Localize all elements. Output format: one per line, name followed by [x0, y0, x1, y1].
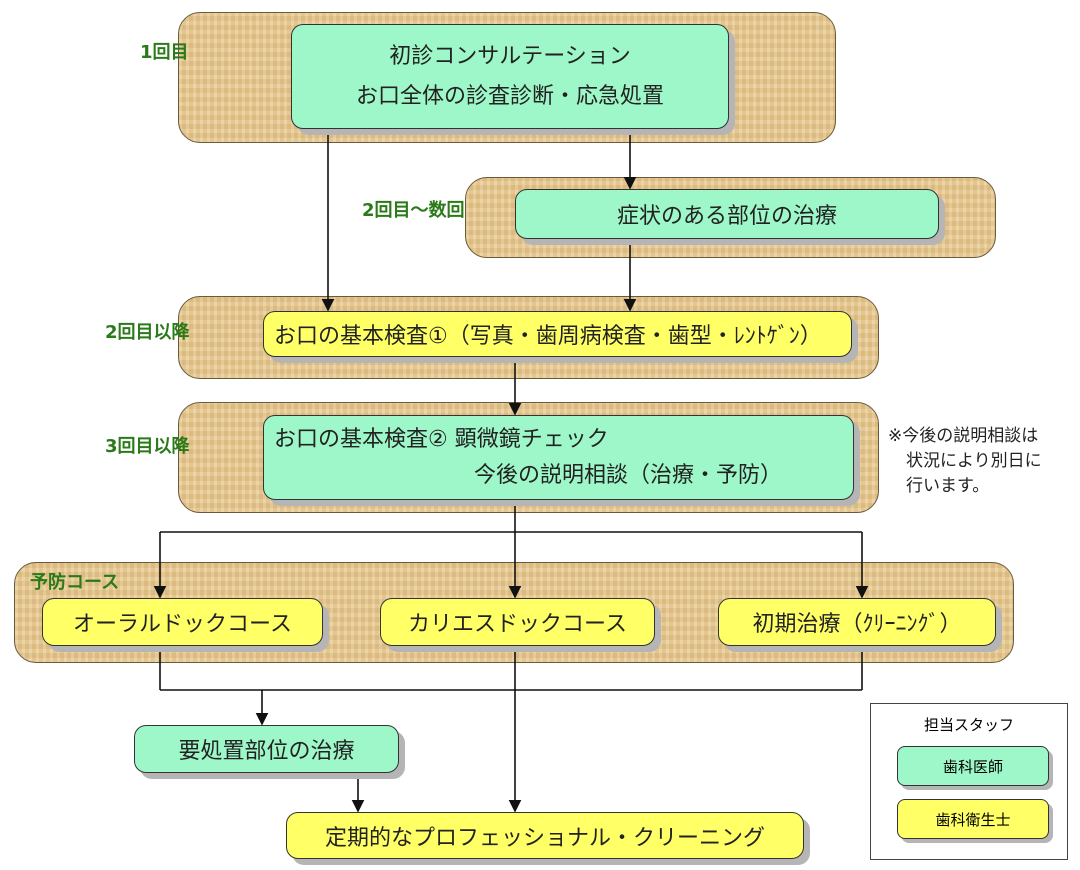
- caries-dock-course-box: カリエスドックコース: [380, 598, 655, 646]
- basic-exam-1-box: お口の基本検査①（写真・歯周病検査・歯型・ﾚﾝﾄｹﾞﾝ）: [263, 311, 852, 357]
- symptom-treatment-box: 症状のある部位の治療: [515, 189, 939, 239]
- stage3-label: 2回目以降: [105, 322, 190, 343]
- box-text: カリエスドックコース: [408, 612, 627, 637]
- required-treatment-box: 要処置部位の治療: [134, 725, 399, 773]
- box-text: 定期的なプロフェッショナル・クリーニング: [324, 825, 765, 851]
- initial-consultation-box: 初診コンサルテーション お口全体の診査診断・応急処置: [291, 24, 729, 129]
- box-line: 今後の説明相談（治療・予防）: [474, 462, 783, 488]
- legend-dentist: 歯科医師: [897, 746, 1049, 786]
- note-line: 行います。: [906, 476, 990, 496]
- stage4-label: 3回目以降: [105, 436, 190, 457]
- legend-title: 担当スタッフ: [923, 716, 1014, 734]
- box-line: 初診コンサルテーション: [389, 43, 631, 69]
- note-line: ※今後の説明相談は: [888, 426, 1039, 446]
- box-text: 症状のある部位の治療: [616, 204, 837, 229]
- box-text: 初期治療（ｸﾘｰﾆﾝｸﾞ）: [752, 612, 962, 637]
- legend-hygienist: 歯科衛生士: [897, 799, 1049, 839]
- box-text: 要処置部位の治療: [178, 739, 355, 764]
- note-line: 状況により別日に: [906, 451, 1042, 471]
- oral-dock-course-box: オーラルドックコース: [42, 598, 323, 646]
- box-text: お口の基本検査①（写真・歯周病検査・歯型・ﾚﾝﾄｹﾞﾝ）: [274, 324, 822, 349]
- box-line: お口の基本検査② 顕微鏡チェック: [274, 426, 609, 452]
- basic-exam-2-box: お口の基本検査② 顕微鏡チェック 今後の説明相談（治療・予防）: [263, 415, 854, 500]
- stage2-label: 2回目～数回: [362, 200, 465, 221]
- initial-treatment-box: 初期治療（ｸﾘｰﾆﾝｸﾞ）: [718, 598, 996, 646]
- note: ※今後の説明相談は 状況により別日に 行います。: [888, 424, 1042, 499]
- legend: 担当スタッフ 歯科医師 歯科衛生士: [870, 703, 1068, 860]
- stage1-label: 1回目: [140, 42, 189, 63]
- box-line: お口全体の診査診断・応急処置: [355, 83, 664, 109]
- prevention-label: 予防コース: [30, 572, 120, 593]
- box-text: オーラルドックコース: [73, 612, 292, 637]
- professional-cleaning-box: 定期的なプロフェッショナル・クリーニング: [286, 812, 804, 859]
